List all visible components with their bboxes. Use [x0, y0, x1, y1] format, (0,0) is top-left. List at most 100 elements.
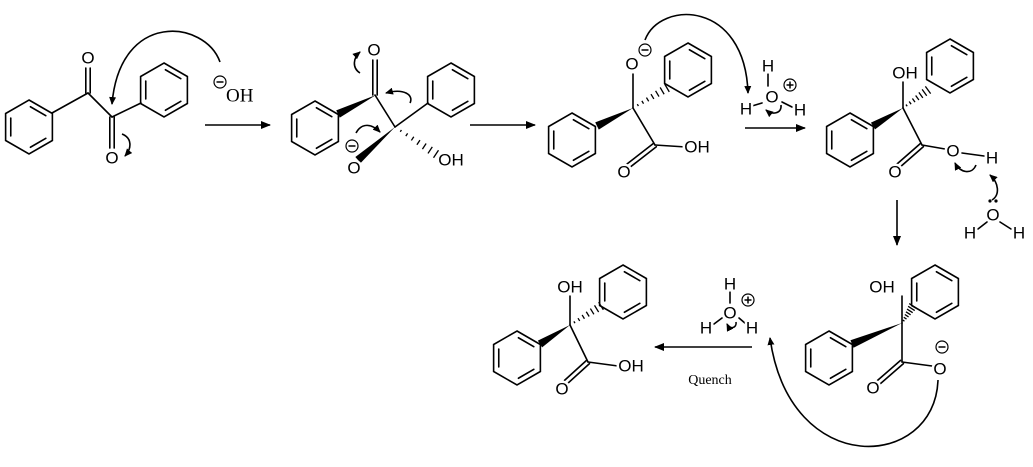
atom-o: O	[555, 380, 568, 399]
aromatic-double-bond	[950, 44, 968, 56]
wedge-bond	[850, 323, 902, 348]
curved-arrow-carbonyl	[121, 133, 133, 157]
atom-o: O	[105, 149, 118, 168]
aromatic-double-bond	[623, 302, 641, 314]
benzene-ring	[925, 38, 975, 94]
negative-charge-icon	[638, 43, 652, 57]
single-bond	[738, 317, 747, 325]
curved-arrow-oh-bond	[726, 321, 737, 332]
wedge-bond	[870, 108, 903, 130]
lone-pair-dot	[988, 199, 992, 203]
single-bond	[87, 92, 113, 118]
negative-charge-icon	[935, 340, 949, 354]
double-bond	[898, 145, 925, 169]
single-bond	[961, 152, 985, 157]
aromatic-double-bond	[829, 368, 847, 380]
aromatic-double-bond	[688, 48, 706, 60]
double-bond	[876, 359, 902, 382]
wedge-bond	[355, 127, 395, 163]
single-bond	[921, 144, 946, 150]
bonds-layer	[4, 38, 1012, 386]
atom-o: O	[617, 163, 630, 182]
curved-arrow-hydroxide-attack	[109, 30, 221, 105]
atom-h: H	[986, 149, 998, 168]
aromatic-double-bond	[451, 100, 469, 112]
atom-oh: OH	[684, 138, 710, 157]
charges-layer	[213, 43, 998, 354]
curved-arrow-oh-bond-break	[954, 162, 977, 173]
arrows-layer	[109, 13, 999, 448]
curved-arrow-alkoxide	[355, 124, 381, 134]
aromatic-double-bond	[29, 137, 47, 149]
atom-h: H	[964, 224, 976, 243]
hashed-bond	[905, 85, 932, 107]
single-bond	[111, 102, 142, 118]
benzene-ring	[492, 330, 542, 386]
atom-h: H	[794, 101, 806, 120]
curved-arrow-carbonyl-reform	[352, 51, 361, 74]
lone-pair-dot	[994, 199, 998, 203]
single-bond	[999, 221, 1012, 230]
wedge-bond	[595, 108, 633, 130]
atom-h: H	[740, 100, 752, 119]
benzene-ring	[598, 264, 648, 320]
single-bond	[632, 107, 656, 146]
negative-charge-icon	[213, 75, 227, 89]
atom-o: O	[866, 379, 879, 398]
atom-oh: OH	[438, 151, 464, 170]
curved-arrow-water-attack	[989, 174, 999, 201]
atom-h: H	[1013, 224, 1025, 243]
aromatic-double-bond	[164, 100, 182, 112]
aromatic-double-bond	[315, 138, 333, 150]
benzene-ring	[825, 112, 875, 168]
aromatic-double-bond	[315, 106, 333, 118]
single-bond	[977, 221, 988, 230]
aromatic-double-bond	[623, 270, 641, 282]
quench-label: Quench	[688, 373, 732, 388]
benzene-ring	[426, 62, 476, 118]
aromatic-double-bond	[517, 336, 535, 348]
double-bond	[563, 359, 588, 382]
curved-arrow-oh-bond	[765, 104, 782, 118]
single-bond	[901, 361, 933, 367]
hashed-bond	[902, 303, 918, 322]
aromatic-double-bond	[572, 150, 590, 162]
aromatic-double-bond	[572, 118, 590, 130]
benzene-ring	[290, 100, 340, 156]
atom-o: O	[765, 88, 778, 107]
positive-charge-icon	[783, 78, 797, 92]
wedge-bond	[537, 325, 570, 348]
aromatic-double-bond	[451, 68, 469, 80]
aromatic-double-bond	[950, 76, 968, 88]
double-bond	[625, 142, 655, 166]
atom-o: O	[986, 206, 999, 225]
single-bond	[394, 102, 429, 128]
negative-charge-icon	[345, 139, 359, 153]
hashed-bond	[573, 301, 604, 324]
atom-o: O	[347, 159, 360, 178]
atom-h: H	[762, 57, 774, 76]
single-bond	[902, 107, 923, 146]
aromatic-double-bond	[850, 150, 868, 162]
double-bond	[879, 362, 905, 385]
atom-h: H	[700, 319, 712, 338]
hydroxide-label: OH	[226, 86, 254, 107]
benzene-ring	[804, 330, 854, 386]
atom-h: H	[724, 275, 736, 294]
atom-o: O	[81, 49, 94, 68]
aromatic-double-bond	[29, 105, 47, 117]
aromatic-double-bond	[850, 118, 868, 130]
double-bond	[895, 142, 922, 166]
atom-o: O	[723, 304, 736, 323]
benzene-ring	[4, 99, 54, 155]
atom-oh: OH	[618, 357, 644, 376]
atom-o: O	[367, 41, 380, 60]
wedge-bond	[336, 95, 376, 118]
atom-oh: OH	[892, 64, 918, 83]
single-bond	[781, 101, 793, 108]
benzene-ring	[663, 42, 713, 98]
atom-o: O	[933, 360, 946, 379]
aromatic-double-bond	[829, 336, 847, 348]
atom-h: H	[746, 319, 758, 338]
